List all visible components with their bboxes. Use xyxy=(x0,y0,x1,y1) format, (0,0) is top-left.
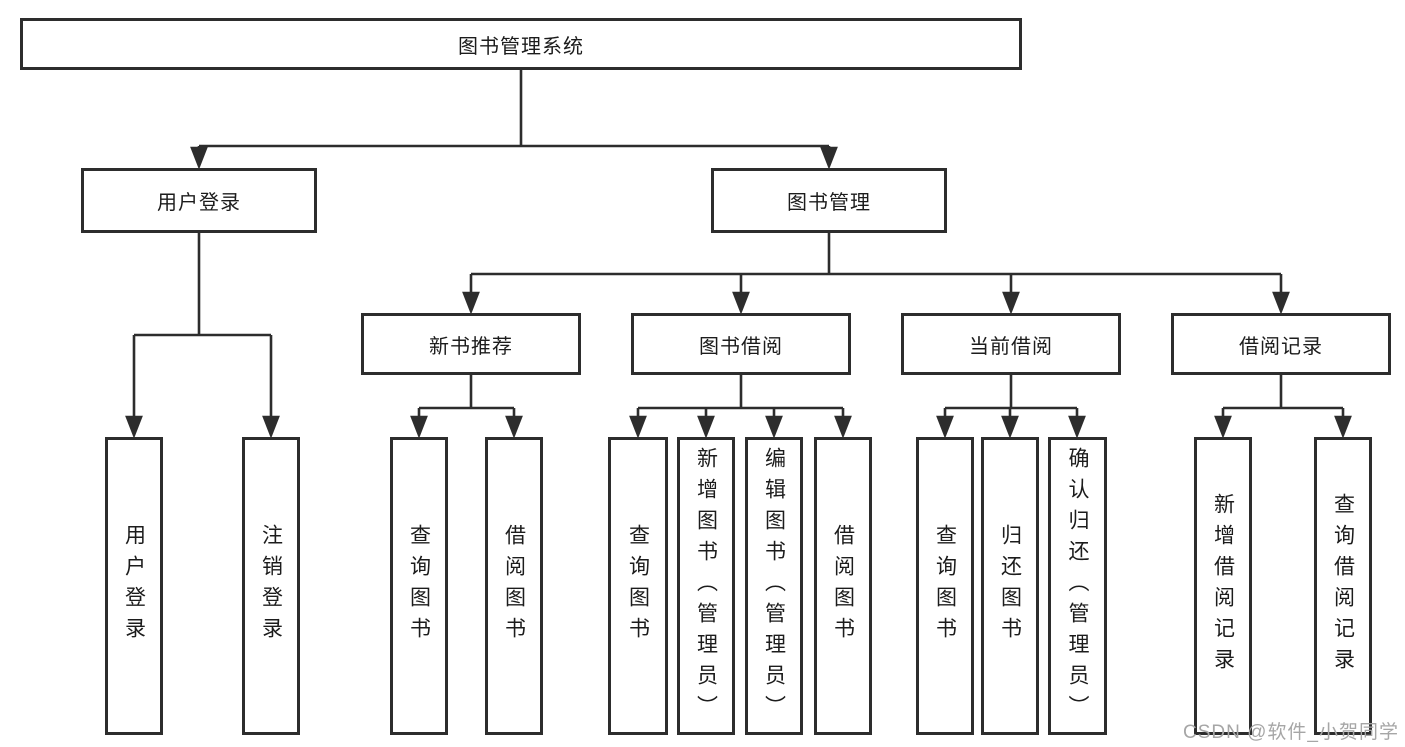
leaf-query-books-current: 查询图书 xyxy=(916,437,974,735)
node-library-management-system: 图书管理系统 xyxy=(20,18,1022,70)
node-book-borrow: 图书借阅 xyxy=(631,313,851,375)
leaf-borrow-books-recommend: 借阅图书 xyxy=(485,437,543,735)
connector-current-borrow-to-leaves xyxy=(936,375,1086,439)
node-label: 归还图书 xyxy=(998,524,1022,648)
node-label: 新书推荐 xyxy=(429,335,513,358)
leaf-query-borrow-record: 查询借阅记录 xyxy=(1314,437,1372,735)
leaf-add-borrow-record: 新增借阅记录 xyxy=(1194,437,1252,735)
connector-book-borrow-to-leaves xyxy=(629,375,852,439)
leaf-logout: 注销登录 xyxy=(242,437,300,735)
node-label: 注销登录 xyxy=(259,524,283,648)
connector-borrow-record-to-leaves xyxy=(1214,375,1352,439)
node-label: 当前借阅 xyxy=(969,335,1053,358)
node-user-login: 用户登录 xyxy=(81,168,317,233)
leaf-user-login: 用户登录 xyxy=(105,437,163,735)
leaf-return-books: 归还图书 xyxy=(981,437,1039,735)
node-label: 用户登录 xyxy=(122,524,146,648)
leaf-borrow-books: 借阅图书 xyxy=(814,437,872,735)
node-label: 新增借阅记录 xyxy=(1211,493,1235,679)
leaf-query-books-recommend: 查询图书 xyxy=(390,437,448,735)
leaf-confirm-return-admin: 确认归还（管理员） xyxy=(1048,437,1107,735)
node-label: 查询图书 xyxy=(407,524,431,648)
node-label: 确认归还（管理员） xyxy=(1066,446,1089,726)
node-label: 编辑图书（管理员） xyxy=(762,446,786,726)
csdn-watermark: CSDN @软件_小贺同学 xyxy=(1183,722,1399,743)
node-label: 新增图书（管理员） xyxy=(694,446,718,726)
node-label: 图书管理 xyxy=(787,192,871,214)
leaf-add-books-admin: 新增图书（管理员） xyxy=(677,437,735,735)
node-label: 查询借阅记录 xyxy=(1331,493,1355,679)
connector-user-login-to-leaves xyxy=(125,233,280,439)
node-label: 查询图书 xyxy=(626,524,650,648)
node-label: 借阅图书 xyxy=(502,524,526,648)
node-new-book-recommend: 新书推荐 xyxy=(361,313,581,375)
node-label: 图书借阅 xyxy=(699,335,783,358)
node-label: 借阅记录 xyxy=(1239,335,1323,358)
node-label: 用户登录 xyxy=(157,192,241,214)
node-current-borrow: 当前借阅 xyxy=(901,313,1121,375)
node-label: 查询图书 xyxy=(933,524,957,648)
connector-book-mgmt-to-level3 xyxy=(462,233,1290,315)
leaf-query-books-borrow: 查询图书 xyxy=(608,437,668,735)
connector-new-book-to-leaves xyxy=(410,375,523,439)
node-label: 借阅图书 xyxy=(831,524,855,648)
leaf-edit-books-admin: 编辑图书（管理员） xyxy=(745,437,803,735)
node-borrow-record: 借阅记录 xyxy=(1171,313,1391,375)
connector-root-to-level2 xyxy=(190,70,838,170)
node-book-management: 图书管理 xyxy=(711,168,947,233)
node-label: 图书管理系统 xyxy=(458,35,584,58)
